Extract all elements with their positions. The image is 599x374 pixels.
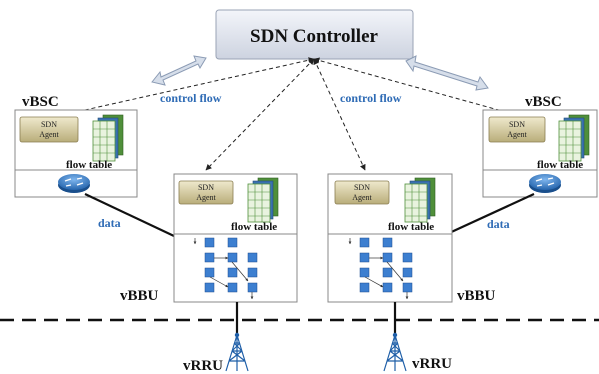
data-label-left: data	[98, 216, 121, 230]
vrru-tower-right	[383, 332, 407, 372]
vbbu-right-title: vBBU	[457, 288, 496, 304]
flow-table-label: flow table	[537, 159, 583, 171]
vrru-tower-left	[225, 332, 249, 372]
vbsc-right: vBSC SDN Agent flow table	[482, 94, 598, 198]
sdn-agent-line1: SDN	[354, 183, 370, 192]
sdn-agent-line2: Agent	[507, 130, 527, 139]
router-icon	[58, 174, 90, 193]
sdn-agent-box: SDN Agent	[334, 180, 390, 205]
controller-vbsc-right-link	[405, 55, 489, 91]
flow-table-icon	[558, 114, 590, 162]
sdn-agent-line1: SDN	[509, 120, 525, 129]
sdn-agent-line1: SDN	[41, 120, 57, 129]
vbbu-right: SDN Agent flow table vBBU	[327, 173, 496, 304]
processing-arrows	[193, 238, 254, 300]
flow-table-icon	[247, 177, 279, 223]
data-links	[84, 193, 535, 237]
flow-table-label: flow table	[231, 221, 277, 233]
vbbu-left-title: vBBU	[120, 288, 159, 304]
router-icon	[529, 174, 561, 193]
sdn-agent-line1: SDN	[198, 183, 214, 192]
sdn-controller-title: SDN Controller	[250, 26, 378, 47]
processing-arrows	[348, 238, 409, 300]
sdn-agent-line2: Agent	[352, 193, 372, 202]
vrru-left-label: vRRU	[183, 358, 223, 374]
data-label-right: data	[487, 217, 510, 231]
fronthaul-links	[235, 302, 397, 335]
sdn-agent-line2: Agent	[39, 130, 59, 139]
controller-vbsc-left-link	[151, 55, 207, 86]
processing-grid	[204, 237, 258, 293]
vbsc-right-title: vBSC	[525, 94, 562, 110]
vrru-right-label: vRRU	[412, 356, 452, 372]
flow-table-label: flow table	[66, 159, 112, 171]
control-flow-label-right: control flow	[340, 91, 402, 105]
sdn-agent-line2: Agent	[196, 193, 216, 202]
vbsc-left-title: vBSC	[22, 94, 59, 110]
flow-table-label: flow table	[388, 221, 434, 233]
vbsc-left: vBSC SDN Agent flow table	[14, 94, 138, 198]
sdn-agent-box: SDN Agent	[488, 116, 546, 143]
sdn-agent-box: SDN Agent	[19, 116, 79, 143]
processing-grid	[359, 237, 413, 293]
vbbu-left: SDN Agent flow table vBBU	[120, 173, 298, 304]
flow-table-icon	[404, 177, 436, 223]
control-flow-label-left: control flow	[160, 91, 222, 105]
flow-table-icon	[92, 114, 124, 162]
sdn-agent-box: SDN Agent	[178, 180, 234, 205]
control-flow-arrows	[66, 57, 514, 171]
sdn-controller: SDN Controller	[215, 9, 414, 60]
